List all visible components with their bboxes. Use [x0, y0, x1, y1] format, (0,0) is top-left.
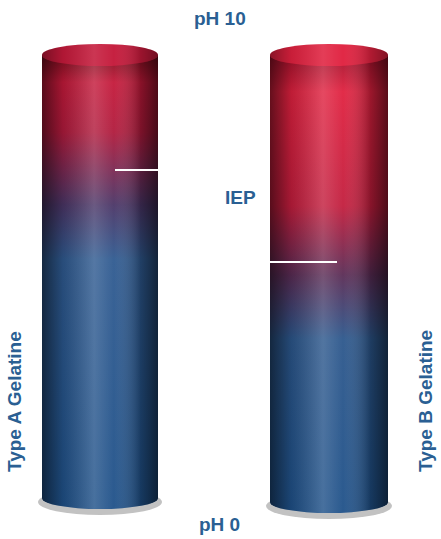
ph-label: pH 10 — [194, 9, 246, 30]
cylinder-body — [270, 55, 388, 513]
leader-line — [115, 170, 223, 185]
cylinder-top — [42, 44, 158, 66]
gelatine-type-label: Type B Gelatine — [416, 330, 437, 472]
gelatine-cylinder: Type A Gelatine — [0, 40, 165, 520]
cylinder-shading — [42, 55, 158, 509]
cylinder-shading — [270, 55, 388, 513]
leader-line — [223, 213, 337, 262]
cylinder-body — [42, 55, 158, 509]
gelatine-cylinder: Type B Gelatine — [262, 40, 441, 520]
cylinder-shape — [262, 40, 441, 520]
ph-label: pH 0 — [199, 515, 240, 536]
cylinder-top — [270, 44, 388, 66]
cylinder-top-shading — [42, 44, 158, 66]
cylinder-top-shading — [270, 44, 388, 66]
iep-label: IEP — [225, 188, 256, 209]
gelatine-type-label: Type A Gelatine — [5, 331, 26, 472]
